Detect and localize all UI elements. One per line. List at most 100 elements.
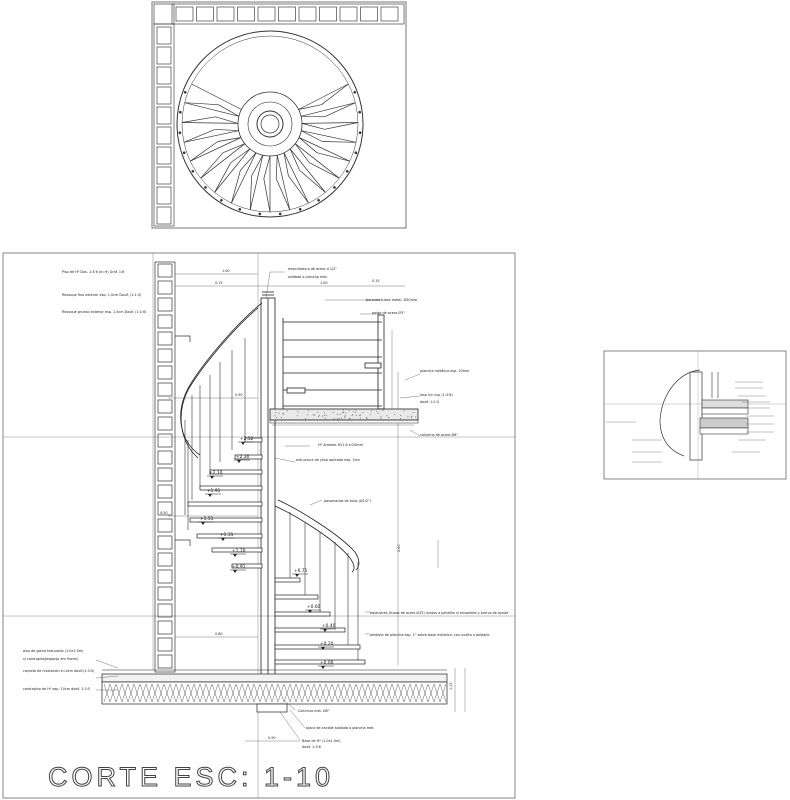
slab-aggregate [408, 416, 409, 417]
plan-tread-edge [185, 103, 239, 117]
note-top-0: empuñadura de acero d 1/2" [288, 267, 337, 271]
plan-baluster-dot [279, 213, 282, 216]
level-mark-label: +2.30 [236, 454, 250, 460]
plan-tread-diagonal [288, 176, 308, 203]
plan-tread-edge [299, 138, 350, 162]
wall-block [158, 264, 172, 277]
plan-tread-edge [184, 131, 239, 143]
note-bottom-left-3: contrapiso de Hº esp. 10cm dosif. 1:3:5 [23, 687, 90, 691]
wall-block [158, 383, 172, 396]
plan-top-wall [172, 4, 404, 24]
wall-block [158, 468, 172, 481]
plan-block [217, 7, 234, 21]
plan-baluster-dot [358, 111, 361, 114]
wall-block [158, 621, 172, 634]
plan-block [320, 7, 337, 21]
plan-tread-diagonal [322, 142, 356, 143]
note-top-5: losa h/c sup (1:3:6) [420, 393, 453, 397]
section-grid [3, 253, 515, 798]
slab-aggregate [355, 412, 356, 413]
level-mark-label: +0.40 [322, 623, 336, 629]
slab-aggregate [400, 415, 401, 416]
slab-aggregate [386, 415, 387, 416]
note-bottom-0: Columna met. Ø6" [298, 708, 330, 713]
dim-label-6: 0.80 [215, 632, 223, 636]
slab-aggregate [318, 416, 319, 417]
slab-aggregate [360, 418, 361, 419]
plan-tread-edge [290, 149, 325, 193]
slab-aggregate [326, 415, 327, 416]
slab-aggregate [337, 419, 338, 420]
slab-aggregate [307, 414, 308, 415]
note-top-7: Hº Armado H21.6 e:20mm [318, 443, 364, 447]
plan-baluster-dot [259, 213, 262, 216]
slab-aggregate [349, 410, 350, 411]
plan-tread-diagonal [302, 123, 325, 129]
plan-block [340, 7, 357, 21]
slab-aggregate [341, 418, 342, 419]
slab-aggregate [340, 414, 341, 415]
level-mark-arrow [208, 494, 212, 497]
plan-tread-diagonal [325, 123, 358, 130]
level-mark: +0.71 [292, 568, 308, 577]
dim-label-4: 0.90 [235, 393, 243, 397]
plan-tread-diagonal [264, 156, 270, 179]
plan-tread-diagonal [317, 153, 350, 162]
slab-aggregate [333, 412, 334, 413]
plan-block [157, 47, 171, 64]
slab-aggregate [413, 412, 414, 413]
slab-aggregate [352, 414, 353, 415]
plan-tread-diagonal [216, 117, 239, 124]
plan-tread-diagonal [301, 116, 325, 117]
note-bottom-left-2: carpeta de nivelación e=4cm dosif.(1:3:5… [23, 669, 95, 673]
wall-block [158, 451, 172, 464]
level-mark: +0.00 [318, 660, 334, 669]
note-bottom-left-1: s/ contrapiso(esponja em Hormi) [23, 657, 79, 661]
plan-tread-edge [284, 153, 309, 203]
wall-block [158, 417, 172, 430]
slab-aggregate [352, 415, 353, 416]
slab-aggregate [381, 416, 382, 417]
slab-aggregate [274, 415, 275, 416]
note-bottom-3: dosif. 1:3:6 [302, 745, 321, 749]
level-mark-arrow [241, 442, 245, 445]
wall-block [158, 298, 172, 311]
level-mark-label: +0.60 [307, 604, 321, 610]
slab-aggregate [366, 417, 367, 418]
plan-tread-diagonal [215, 129, 238, 130]
plan-baluster-dot [192, 170, 195, 173]
level-mark-arrow [221, 538, 225, 541]
dimension-lines [168, 274, 465, 741]
slab-aggregate [283, 414, 284, 415]
slab-aggregate [314, 415, 315, 416]
slab-aggregate [343, 412, 344, 413]
plan-block [299, 7, 316, 21]
section-title: CORTE ESC: 1-10 [48, 762, 334, 793]
level-mark-label: +0.71 [294, 568, 308, 574]
bottom-notes: Columna met. Ø6" placa de anclaje soldad… [298, 708, 375, 749]
plan-baluster-dot [179, 131, 182, 134]
plan-tread-diagonal [223, 144, 245, 153]
slab-aggregate [325, 418, 326, 419]
plan-baluster-dot [346, 170, 349, 173]
plan-baluster-dot [184, 91, 187, 94]
slab-aggregate [376, 411, 377, 412]
wall-block [158, 604, 172, 617]
central-column [261, 292, 275, 710]
plan-tread-diagonal [300, 170, 326, 192]
wall-block [158, 638, 172, 651]
slab-aggregate [367, 418, 368, 419]
level-mark-arrow [233, 570, 237, 573]
plan-block [361, 7, 378, 21]
plan-tread-diagonal [322, 84, 349, 105]
plan-block [157, 187, 171, 204]
note-left-0: Piso de Hº Dos. 1:3:6 (e=9) Graf. 1:6 [62, 270, 124, 274]
note-top-2: baranda tubos metal. Ø50mm [366, 297, 418, 302]
slab-aggregate [383, 410, 384, 411]
plan-baluster-dot [179, 111, 182, 114]
plan-tread-diagonal [299, 105, 322, 110]
level-mark-label: +2.10 [209, 470, 223, 476]
plan-baluster-dot [354, 91, 357, 94]
plan-tread-diagonal [284, 153, 288, 176]
slab-aggregate [353, 411, 354, 412]
